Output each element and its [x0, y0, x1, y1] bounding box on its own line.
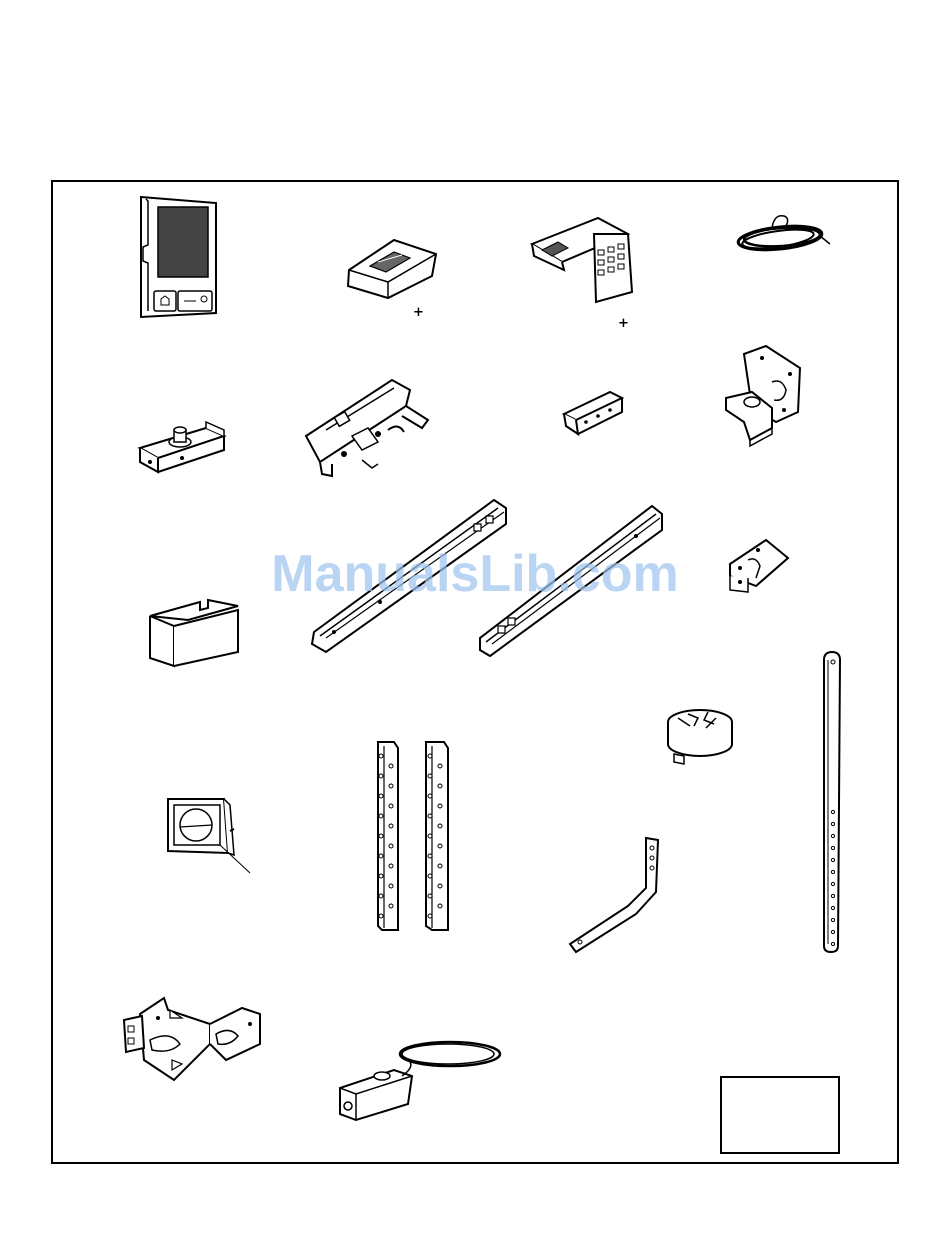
bell-wire	[732, 210, 832, 256]
trolley-icon	[302, 376, 432, 478]
idler-pulley-bracket	[136, 418, 230, 478]
wall-control-icon	[138, 195, 220, 319]
wire-coil-icon	[732, 210, 832, 256]
safety-sensor-bracket	[120, 994, 264, 1084]
sprocket-icon	[664, 706, 736, 768]
keypad-icon	[528, 214, 636, 306]
keypad-plus-mark: +	[618, 317, 629, 330]
safety-sensor	[336, 1036, 502, 1122]
pulley-bracket-icon	[136, 418, 230, 478]
door-bracket-icon	[726, 536, 792, 594]
sensor-icon	[336, 1036, 502, 1122]
sprocket-cover	[664, 706, 736, 768]
remote-icon	[344, 236, 440, 300]
curved-door-arm	[566, 834, 666, 958]
straight-arm-icon	[820, 650, 844, 954]
lens-icon	[164, 795, 254, 875]
remote-plus-mark: +	[413, 306, 424, 319]
straight-door-arm	[820, 650, 844, 954]
empty-box	[720, 1076, 840, 1154]
remote-control	[344, 236, 440, 300]
trolley	[302, 376, 432, 478]
light-lens	[164, 795, 254, 875]
header-bracket-icon	[722, 344, 804, 448]
door-control-panel	[138, 195, 220, 319]
door-bracket	[726, 536, 792, 594]
rail-icon	[476, 502, 666, 658]
keyless-entry-keypad	[528, 214, 636, 306]
sensor-bracket-icon	[120, 994, 264, 1084]
header-bracket	[722, 344, 804, 448]
small-angle-bracket	[560, 388, 626, 440]
end-cap-icon	[146, 596, 242, 668]
angle-bracket-icon	[560, 388, 626, 440]
curved-arm-icon	[566, 834, 666, 958]
rail-section-right	[476, 502, 666, 658]
rail-end-cap	[146, 596, 242, 668]
hanging-brackets	[374, 740, 454, 932]
perforated-bracket-icon	[374, 740, 454, 932]
